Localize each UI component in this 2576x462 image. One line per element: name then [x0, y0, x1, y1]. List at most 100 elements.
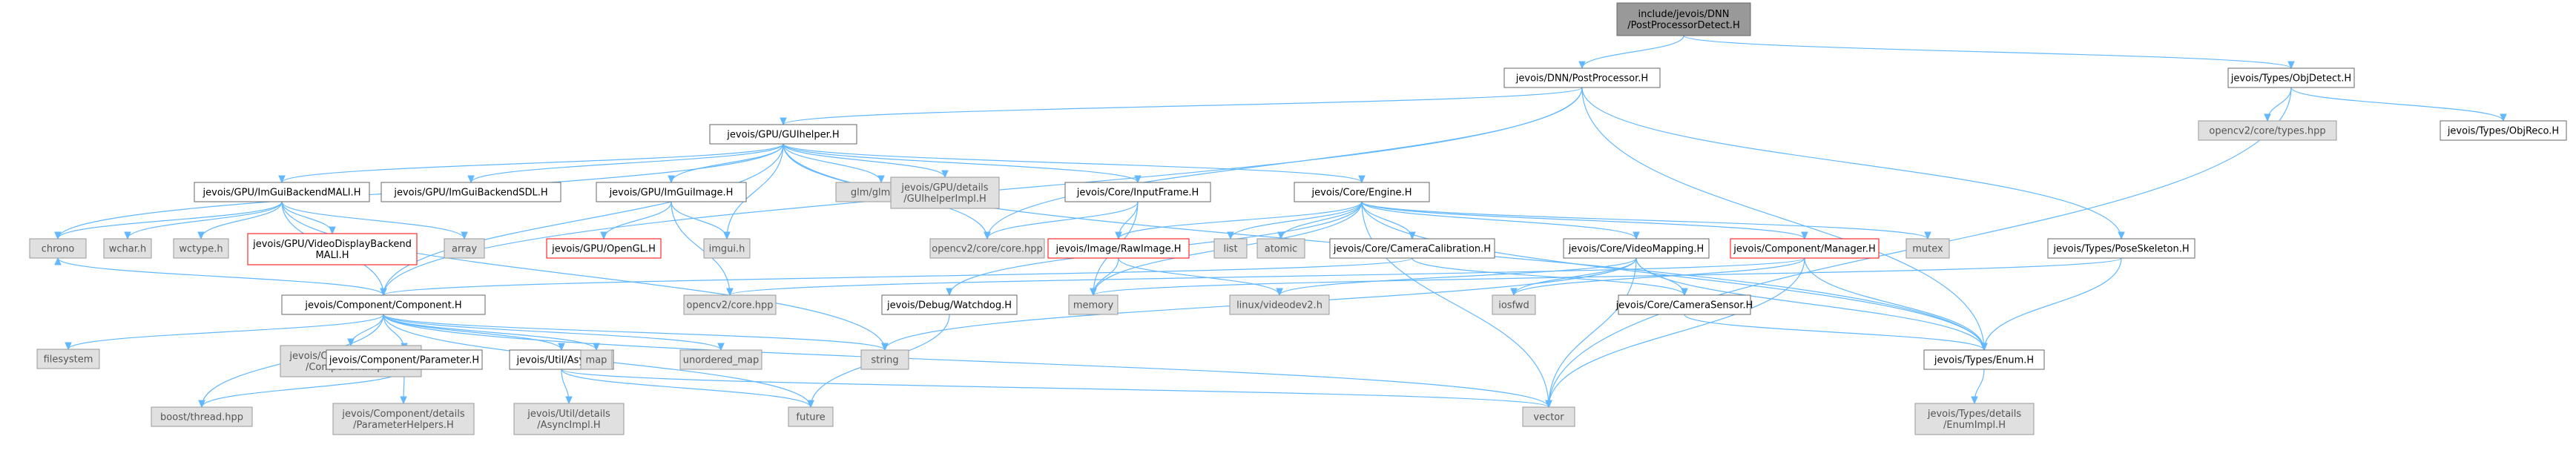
node-box	[1229, 294, 1330, 315]
edge-line-guihelper-to-component	[383, 143, 784, 296]
edge-guihelper-to-engine	[783, 143, 1366, 184]
file-node-engine[interactable]: jevois/Core/Engine.H	[1294, 182, 1430, 202]
edge-engine-to-videomapping	[1361, 201, 1640, 240]
edge-arrowhead-imguiimage-to-imguih	[723, 231, 731, 240]
node-label: jevois/DNN/PostProcessor.H	[1515, 73, 1648, 85]
file-node-parameter[interactable]: jevois/Component/Parameter.H	[326, 349, 483, 370]
node-label: opencv2/core.hpp	[687, 300, 774, 311]
edge-poseskeleton-to-enumh	[1980, 257, 2122, 352]
file-node-enumh[interactable]: jevois/Types/Enum.H	[1923, 349, 2045, 370]
edge-inputframe-to-cvcorehpp	[984, 201, 1139, 240]
edge-line-component-to-async	[383, 314, 562, 351]
edge-line-component-to-unordered_map	[383, 314, 722, 351]
edge-compmanager-to-cvcore	[726, 257, 1805, 297]
node-box	[2198, 120, 2337, 141]
node-label: MALI.H	[315, 250, 349, 261]
node-label: jevois/GPU/details	[900, 182, 988, 194]
edge-line-component-to-chrono	[57, 257, 384, 296]
edge-line-videomapping-to-enumh	[1635, 257, 1985, 351]
file-node-videomapping[interactable]: jevois/Core/VideoMapping.H	[1563, 238, 1710, 259]
file-node-cvcore: opencv2/core.hpp	[683, 294, 777, 315]
edge-line-root-to-pp	[1581, 35, 1684, 69]
edge-imgui_mali-to-vdbmali	[281, 201, 336, 235]
edge-line-component-to-string	[383, 314, 886, 351]
edge-line-guihelper-to-imguih	[726, 143, 784, 240]
file-node-inputframe[interactable]: jevois/Core/InputFrame.H	[1064, 182, 1211, 202]
file-node-memory: memory	[1068, 294, 1119, 315]
file-node-guihelperimpl: jevois/GPU/details/GUIhelperImpl.H	[890, 176, 1000, 209]
file-node-compmanager[interactable]: jevois/Component/Manager.H	[1730, 238, 1880, 259]
node-label: atomic	[1265, 244, 1297, 255]
node-label: boost/thread.hpp	[160, 412, 243, 423]
file-node-rawimage[interactable]: jevois/Image/RawImage.H	[1047, 238, 1190, 259]
node-label: jevois/Core/InputFrame.H	[1076, 188, 1199, 199]
edge-arrowhead-component-to-map	[593, 343, 600, 352]
file-node-poseskeleton[interactable]: jevois/Types/PoseSkeleton.H	[2047, 238, 2195, 259]
file-node-videodev2: linux/videodev2.h	[1229, 294, 1330, 315]
node-box	[881, 294, 1018, 315]
file-node-vector: vector	[1522, 406, 1575, 427]
edge-arrowhead-compmanager-to-cvcore	[726, 288, 734, 297]
edge-line-imgui_mali-to-string	[281, 201, 886, 351]
edge-line-imgui_mali-to-wctype	[200, 201, 283, 240]
node-label: /EnumImpl.H	[1943, 420, 2006, 431]
node-label: linux/videodev2.h	[1236, 300, 1322, 311]
node-label: jevois/GPU/ImGuiBackendMALI.H	[202, 188, 361, 199]
edge-line-camcal-to-camsensor	[1411, 257, 1685, 296]
file-node-mutex: mutex	[1905, 238, 1950, 259]
edge-arrowhead-imgui_mali-to-array	[461, 231, 468, 240]
file-node-paramhelpers: jevois/Component/details/ParameterHelper…	[332, 403, 475, 435]
file-node-root[interactable]: include/jevois/DNN/PostProcessorDetect.H	[1616, 2, 1751, 36]
file-node-asyncimpl: jevois/Util/details/AsyncImpl.H	[513, 403, 625, 435]
edge-line-engine-to-rawimage	[1118, 201, 1363, 240]
node-label: chrono	[42, 244, 75, 255]
file-node-map: map	[580, 349, 613, 370]
edge-line-async-to-vector	[561, 369, 1549, 408]
node-label: jevois/Debug/Watchdog.H	[886, 300, 1012, 311]
file-node-string: string	[860, 349, 909, 370]
node-box	[36, 349, 100, 369]
node-label: jevois/Component/Manager.H	[1733, 244, 1876, 255]
file-node-imgui-sdl[interactable]: jevois/GPU/ImGuiBackendSDL.H	[381, 182, 561, 202]
edge-imgui_mali-to-wctype	[197, 201, 283, 240]
edge-arrowhead-camcal-to-component	[380, 288, 387, 297]
edge-arrowhead-root-to-pp	[1578, 61, 1586, 70]
edge-guihelper-to-inputframe	[783, 143, 1142, 184]
edge-line-engine-to-mutex	[1361, 201, 1928, 240]
edge-line-imgui_mali-to-wchar	[127, 201, 283, 240]
file-node-pp[interactable]: jevois/DNN/PostProcessor.H	[1503, 67, 1661, 88]
file-node-wchar: wchar.h	[103, 238, 152, 259]
file-node-enumimpl: jevois/Types/details/EnumImpl.H	[1914, 403, 2035, 435]
edge-arrowhead-engine-to-compmanager	[1801, 231, 1808, 240]
edge-engine-to-rawimage	[1115, 201, 1363, 240]
node-box	[1064, 182, 1211, 202]
file-node-opengl[interactable]: jevois/GPU/OpenGL.H	[546, 238, 662, 259]
node-box	[580, 349, 613, 370]
edge-line-compmanager-to-cvcore	[729, 257, 1805, 296]
node-box	[151, 406, 253, 427]
file-node-objreco[interactable]: jevois/Types/ObjReco.H	[2440, 120, 2567, 141]
file-node-imgui-mali[interactable]: jevois/GPU/ImGuiBackendMALI.H	[194, 182, 370, 202]
file-node-imguiimage[interactable]: jevois/GPU/ImGuiImage.H	[596, 182, 747, 202]
file-nodes: include/jevois/DNN/PostProcessorDetect.H…	[29, 2, 2567, 435]
node-label: list	[1223, 244, 1237, 255]
edge-line-imgui_mali-to-vdbmali	[281, 201, 333, 234]
file-node-watchdog[interactable]: jevois/Debug/Watchdog.H	[881, 294, 1018, 315]
file-node-component[interactable]: jevois/Component/Component.H	[281, 294, 486, 315]
edge-arrowhead-guihelper-to-glm	[877, 175, 885, 184]
file-node-camcal[interactable]: jevois/Core/CameraCalibration.H	[1329, 238, 1495, 259]
node-label: jevois/Component/Parameter.H	[329, 355, 479, 366]
file-node-guihelper[interactable]: jevois/GPU/GUIhelper.H	[709, 124, 857, 145]
edge-line-engine-to-camcal	[1361, 201, 1413, 240]
file-node-camsensor[interactable]: jevois/Core/CameraSensor.H	[1615, 294, 1753, 315]
node-box	[1256, 238, 1305, 259]
file-node-objdetect[interactable]: jevois/Types/ObjDetect.H	[2227, 67, 2355, 88]
node-box	[1492, 294, 1536, 315]
edge-line-engine-to-list	[1230, 201, 1363, 240]
node-box	[2440, 120, 2567, 141]
node-box	[1294, 182, 1430, 202]
edge-imgui_mali-to-array	[281, 201, 468, 240]
edge-line-objdetect-to-cvtypes	[2267, 87, 2292, 122]
node-box	[1730, 238, 1880, 259]
